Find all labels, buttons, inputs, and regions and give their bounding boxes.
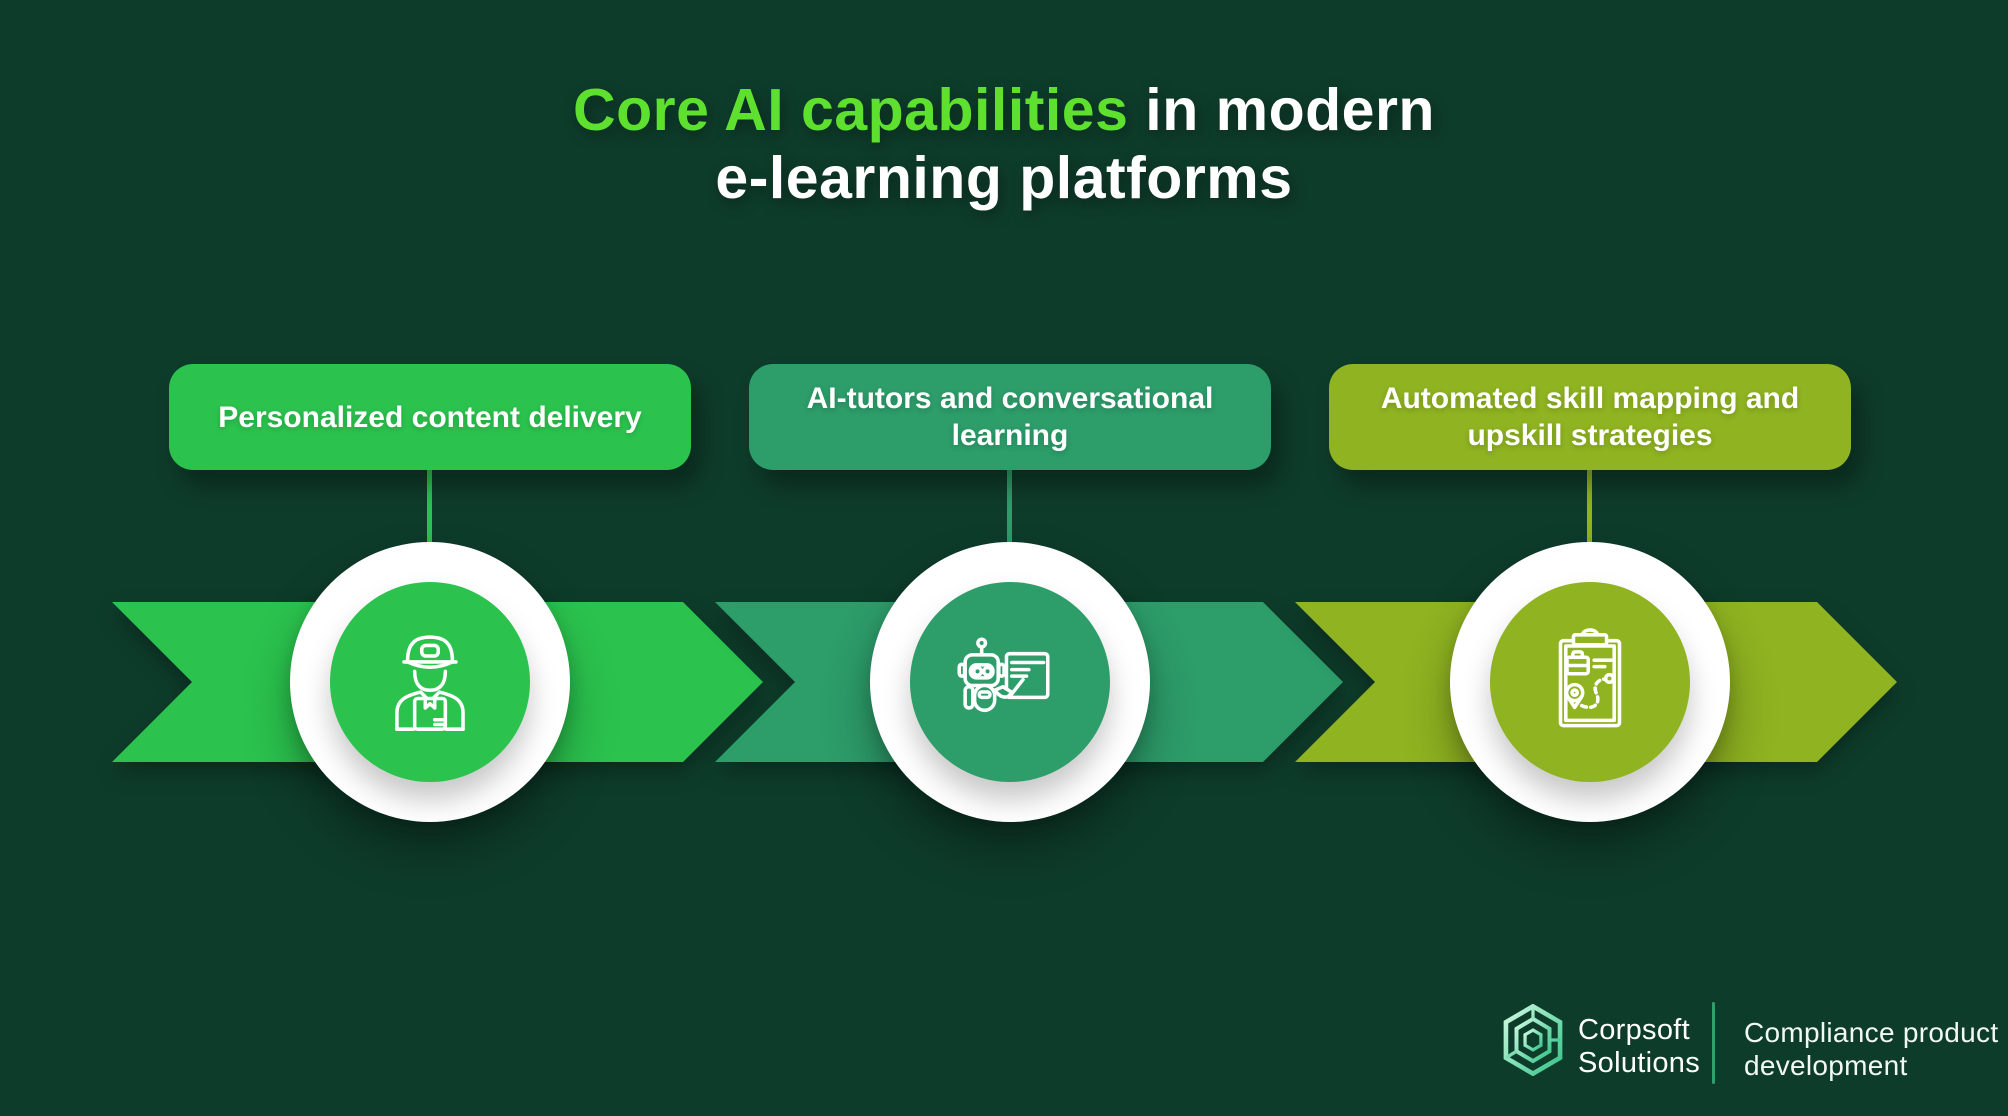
step-circle-inner-1 [330,582,530,782]
page-title: Core AI capabilities in modern e-learnin… [0,76,2008,212]
step-circle-inner-2 [910,582,1110,782]
title-line1-rest: in modern [1145,77,1435,143]
step-label-box-1: Personalized content delivery [169,364,691,470]
connector-line-1 [427,470,432,550]
title-line1: Core AI capabilities in modern [0,76,2008,144]
step-label-2: AI-tutors and conversational learning [806,382,1214,452]
connector-line-3 [1587,470,1592,550]
step-circle-1 [290,542,570,822]
connector-line-2 [1007,470,1012,550]
step-circle-3 [1450,542,1730,822]
skill-mapping-icon [1558,628,1622,728]
step-label-1: Personalized content delivery [218,400,642,434]
step-label-box-2: AI-tutors and conversational learning [749,364,1271,470]
step-circle-2 [870,542,1150,822]
title-highlight: Core AI capabilities [573,77,1129,143]
step-label-box-3: Automated skill mapping and upskill stra… [1329,364,1851,470]
robot-teacher-icon [957,637,1050,713]
title-line2: e-learning platforms [715,145,1293,211]
step-circle-inner-3 [1490,582,1690,782]
delivery-person-icon [395,635,465,731]
step-label-3: Automated skill mapping and upskill stra… [1380,382,1800,452]
